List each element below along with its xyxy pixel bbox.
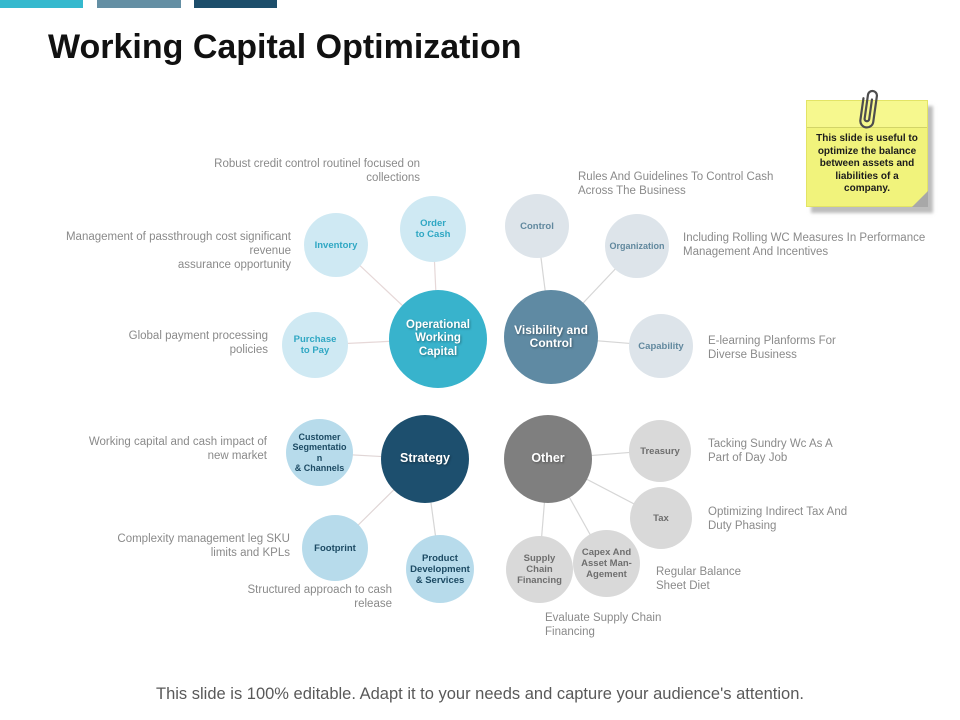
annotation-robust-credit-control: Robust credit control routinel focused o… bbox=[214, 158, 420, 184]
bubble-control: Control bbox=[505, 194, 569, 258]
bubble-capability: Capability bbox=[629, 314, 693, 378]
sticky-note-text: This slide is useful to optimize the bal… bbox=[816, 133, 918, 194]
annotation-complexity-management: Complexity management leg SKU limits and… bbox=[117, 533, 290, 559]
annotation-including-rolling-wc: Including Rolling WC Measures In Perform… bbox=[683, 232, 926, 258]
paperclip-icon bbox=[859, 89, 878, 129]
bubble-purchase-to-pay: Purchase to Pay bbox=[282, 312, 348, 378]
bubble-tax: Tax bbox=[630, 487, 692, 549]
accent-bar-slate bbox=[97, 0, 181, 8]
annotation-management-passthrough: Management of passthrough cost significa… bbox=[65, 231, 291, 271]
annotation-structured-approach: Structured approach to cash release bbox=[247, 584, 392, 610]
annotation-rules-guidelines: Rules And Guidelines To Control Cash Acr… bbox=[578, 171, 774, 197]
bubble-treasury: Treasury bbox=[629, 420, 691, 482]
bubble-capex-and-asset-management: Capex And Asset Man- Agement bbox=[573, 530, 640, 597]
bubble-supply-chain-financing: Supply Chain Financing bbox=[506, 536, 573, 603]
sticky-note-fold bbox=[912, 191, 928, 207]
footer-caption: This slide is 100% editable. Adapt it to… bbox=[156, 685, 804, 703]
annotation-global-payment: Global payment processing policies bbox=[128, 330, 268, 356]
bubble-organization: Organization bbox=[605, 214, 669, 278]
accent-bar-teal bbox=[0, 0, 83, 8]
sticky-note: This slide is useful to optimize the bal… bbox=[806, 89, 928, 207]
annotation-evaluate-supply-chain: Evaluate Supply Chain Financing bbox=[545, 612, 662, 638]
bubble-order-to-cash: Order to Cash bbox=[400, 196, 466, 262]
bubble-other: Other bbox=[504, 415, 592, 503]
annotation-elearning-planforms: E-learning Planforms For Diverse Busines… bbox=[708, 335, 836, 361]
bubble-product-development-services: Product Development & Services bbox=[406, 535, 474, 603]
annotation-optimizing-indirect-tax: Optimizing Indirect Tax And Duty Phasing bbox=[708, 506, 848, 532]
bubble-strategy: Strategy bbox=[381, 415, 469, 503]
accent-bar-navy bbox=[194, 0, 277, 8]
annotation-regular-balance-sheet: Regular Balance Sheet Diet bbox=[656, 566, 742, 592]
bubble-operational-working-capital: Operational Working Capital bbox=[389, 290, 487, 388]
bubble-inventory: Inventory bbox=[304, 213, 368, 277]
annotation-working-capital-cash: Working capital and cash impact of new m… bbox=[88, 436, 267, 462]
bubble-footprint: Footprint bbox=[302, 515, 368, 581]
annotation-tacking-sundry-wc: Tacking Sundry Wc As A Part of Day Job bbox=[708, 438, 833, 464]
bubble-customer-segmentation-channels: Customer Segmentatio n & Channels bbox=[286, 419, 353, 486]
bubble-visibility-and-control: Visibility and Control bbox=[504, 290, 598, 384]
page-title: Working Capital Optimization bbox=[48, 28, 522, 66]
